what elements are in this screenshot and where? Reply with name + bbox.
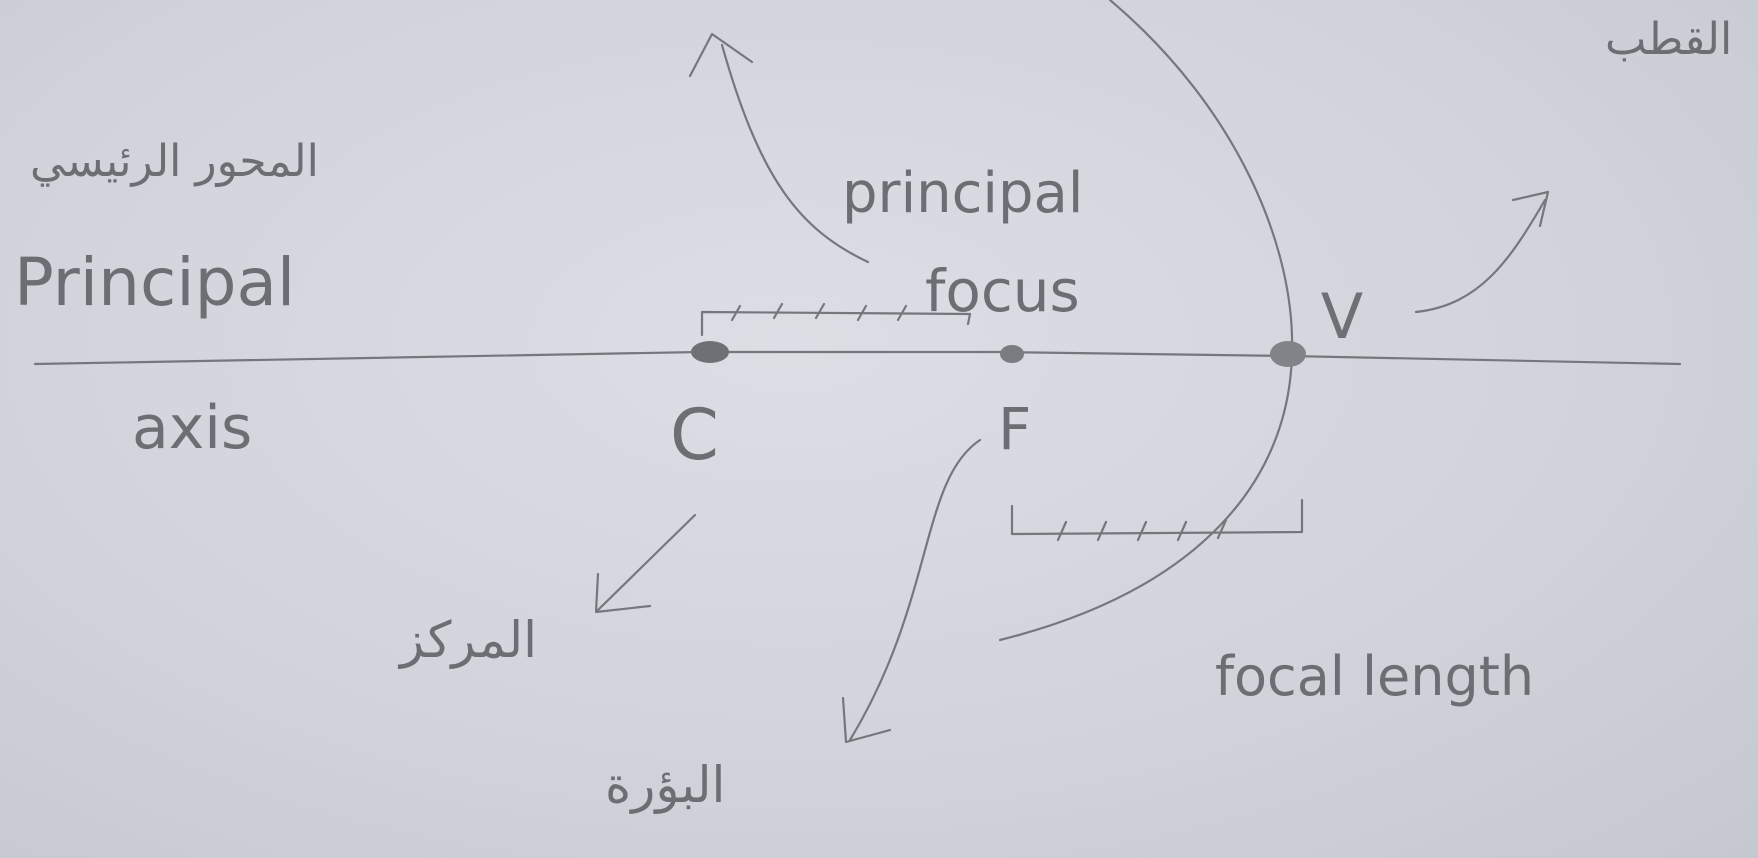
focus-label-line2: focus (925, 257, 1080, 325)
focus-label-arrow (720, 43, 870, 264)
vertex-point (1270, 341, 1306, 367)
center-letter: C (670, 394, 719, 476)
principal-axis-line (33, 350, 1682, 366)
center-arrow-head (594, 572, 652, 614)
center-label-ar: المركز (400, 611, 538, 669)
pole-label-ar: القطب (1605, 14, 1733, 65)
focus-arrow-head (688, 32, 754, 78)
focus-point (1000, 345, 1024, 363)
focus-point-arrow (848, 438, 982, 742)
focus-bracket-ticks (730, 302, 908, 322)
focal-length-bracket (1010, 498, 1304, 536)
axis-label-line2: axis (132, 393, 253, 463)
focal-length-label: focal length (1215, 645, 1535, 708)
focus-label-line1: principal (842, 161, 1084, 226)
focus-point-arrow-head (841, 696, 892, 744)
focal-length-ticks (1056, 518, 1228, 542)
focus-label-ar: البؤرة (605, 756, 726, 814)
vertex-arrow-head (1511, 190, 1550, 228)
axis-label-line1: Principal (14, 244, 296, 321)
center-point (691, 341, 729, 363)
focus-letter: F (998, 395, 1032, 463)
center-arrow (596, 513, 697, 612)
focus-bracket (700, 310, 972, 337)
vertex-label: V (1321, 280, 1363, 353)
axis-label-ar: المحور الرئيسي (30, 136, 319, 187)
vertex-arrow (1414, 198, 1547, 314)
